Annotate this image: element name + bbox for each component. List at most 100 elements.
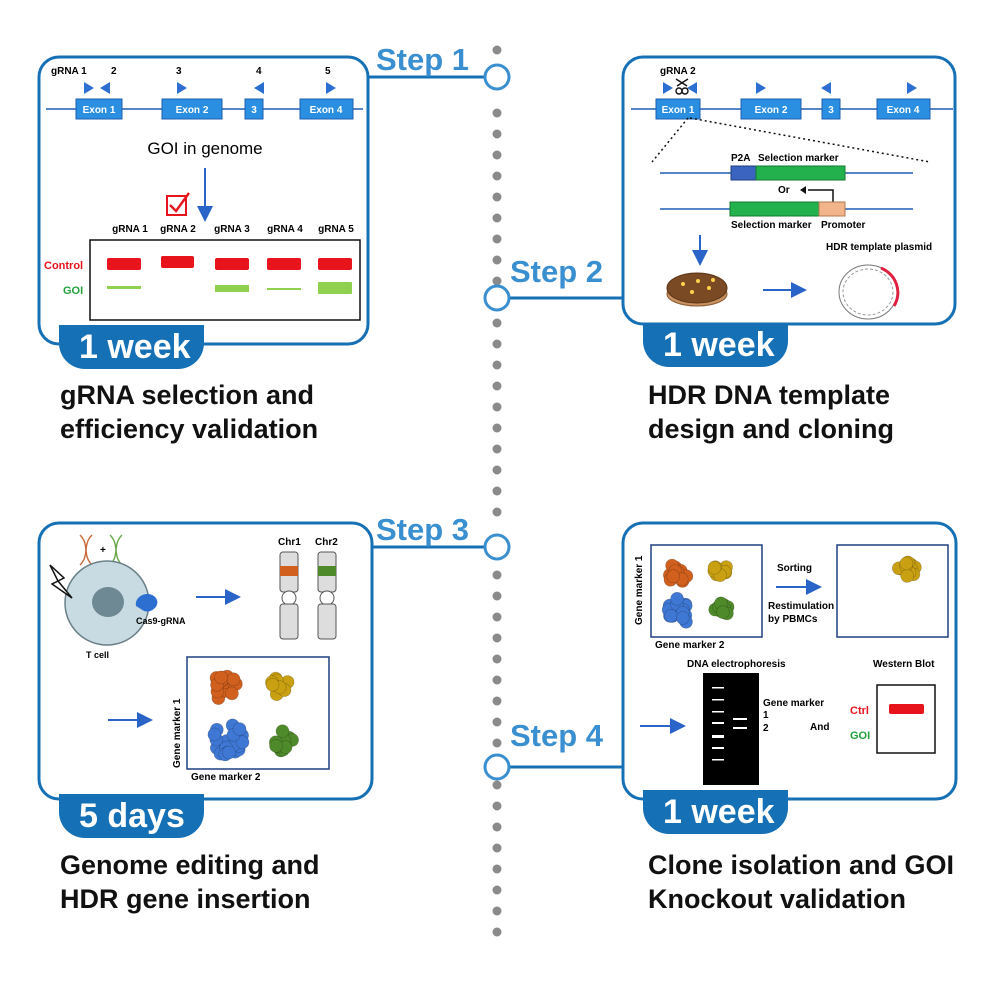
- flow-plot-box-before: [650, 544, 763, 638]
- duration-tab-step1: 1 week: [59, 325, 204, 369]
- timeline-dot: [492, 906, 502, 916]
- timeline-dot: [492, 864, 502, 874]
- flow-plot-box: [186, 656, 330, 770]
- zoom-line-right: [689, 117, 931, 163]
- dna-gel: [703, 673, 759, 785]
- timeline-dot: [492, 780, 502, 790]
- p2a-block: [730, 165, 757, 181]
- panel-step2: gRNA 2 Exon 1 Exon 2 3 Exon 4 P2A Se: [483, 55, 957, 326]
- grna-marker: [821, 82, 831, 94]
- goi-label: GOI: [850, 730, 870, 742]
- exon-3: [821, 98, 841, 120]
- timeline-dot: [492, 822, 502, 832]
- promoter-label: Promoter: [821, 220, 866, 231]
- control-band-4: [267, 258, 301, 270]
- grna-markers: [84, 82, 336, 94]
- goi-band-3: [215, 285, 249, 292]
- gel-bands: [712, 687, 747, 761]
- step2-title-line2: design and cloning: [648, 414, 895, 444]
- timeline-dot: [492, 360, 502, 370]
- chromosome-2: [317, 551, 337, 640]
- ctrl-band: [889, 704, 924, 714]
- grna-label-5: 5: [325, 66, 331, 77]
- timeline-dot: [492, 612, 502, 622]
- exon-3-label: 3: [828, 105, 834, 116]
- chromosome-1: [279, 551, 299, 640]
- p2a-label: P2A: [731, 153, 750, 164]
- step4-title-line1: Clone isolation and GOI: [648, 850, 955, 880]
- timeline-dot: [492, 696, 502, 706]
- timeline-dot: [492, 108, 502, 118]
- sorted-cluster: [891, 555, 922, 583]
- cluster-yellow: [265, 671, 295, 702]
- cell-clusters: [207, 669, 299, 762]
- ctrl-label: Ctrl: [850, 705, 869, 717]
- selected-checkbox-icon: [166, 192, 190, 216]
- row-control-label: Control: [44, 260, 83, 272]
- exon-2-label: Exon 2: [176, 105, 209, 116]
- step4-title-line2: Knockout validation: [648, 884, 907, 914]
- promoter-block: [818, 201, 846, 217]
- timeline-dot: [492, 255, 502, 265]
- cluster-blue: [207, 718, 250, 762]
- step1-title-line2: efficiency validation: [60, 414, 319, 444]
- panel-step4: Gene marker 1 Gene marker 2 Sorting Rest…: [483, 521, 958, 801]
- t-cell-icon: [64, 560, 150, 646]
- step-1-label: Step 1: [376, 42, 470, 77]
- step4-title: Clone isolation and GOI Knockout validat…: [648, 848, 954, 916]
- timeline-dot: [492, 885, 502, 895]
- goi-caption: GOI in genome: [147, 139, 262, 158]
- control-band-2: [161, 256, 194, 268]
- cluster-orange: [209, 669, 243, 705]
- exon-3: [244, 98, 264, 120]
- grna-label-3: 3: [176, 66, 182, 77]
- exon-4-label: Exon 4: [887, 105, 920, 116]
- goi-band-1: [107, 286, 141, 289]
- timeline-dot: [492, 213, 502, 223]
- timeline-node: [483, 63, 511, 91]
- lane-1-label: 1: [763, 710, 769, 721]
- exon-1-label: Exon 1: [662, 105, 695, 116]
- exon-4: [876, 98, 931, 120]
- exon-1-label: Exon 1: [83, 105, 116, 116]
- duration-tab-step4: 1 week: [643, 790, 788, 834]
- cluster-orange: [662, 558, 694, 588]
- cluster-green: [268, 724, 299, 758]
- grna-marker: [907, 82, 917, 94]
- grna-2-marker: [100, 82, 110, 94]
- timeline-dot: [492, 717, 502, 727]
- petri-dish-icon: [666, 272, 728, 307]
- grna-marker: [663, 82, 673, 94]
- selection-marker-block-bottom: [729, 201, 820, 217]
- grna-4-marker: [254, 82, 264, 94]
- timeline-dot: [492, 318, 502, 328]
- plus-sign: +: [100, 545, 106, 556]
- timeline-dot: [492, 654, 502, 664]
- timeline-dot: [492, 570, 502, 580]
- gel-header-3: gRNA 3: [214, 224, 250, 235]
- gel-header-2: gRNA 2: [160, 224, 196, 235]
- timeline-dot: [492, 381, 502, 391]
- step3-title: Genome editing and HDR gene insertion: [60, 848, 320, 916]
- step-2-label: Step 2: [510, 254, 604, 289]
- timeline-dot: [492, 192, 502, 202]
- chr1-label: Chr1: [278, 537, 301, 548]
- and-label: And: [810, 722, 829, 733]
- grna-markers: [663, 82, 917, 94]
- selection-marker-label-bottom: Selection marker: [731, 220, 812, 231]
- control-bands: [107, 256, 352, 270]
- axis-x-label: Gene marker 2: [191, 772, 261, 783]
- timeline-dot: [492, 801, 502, 811]
- grna-marker: [687, 82, 697, 94]
- exon-1: [75, 98, 123, 120]
- exon-3-label: 3: [251, 105, 257, 116]
- t-cell-label: T cell: [86, 650, 109, 660]
- western-blot-title: Western Blot: [873, 659, 935, 670]
- step1-title-line1: gRNA selection and: [60, 380, 315, 410]
- lightning-icon: [49, 564, 73, 599]
- axis-y-label: Gene marker 1: [634, 555, 645, 625]
- timeline-dot: [492, 171, 502, 181]
- cluster-green: [708, 596, 735, 621]
- cluster-yellow: [707, 560, 733, 583]
- lane-2-label: 2: [763, 723, 769, 734]
